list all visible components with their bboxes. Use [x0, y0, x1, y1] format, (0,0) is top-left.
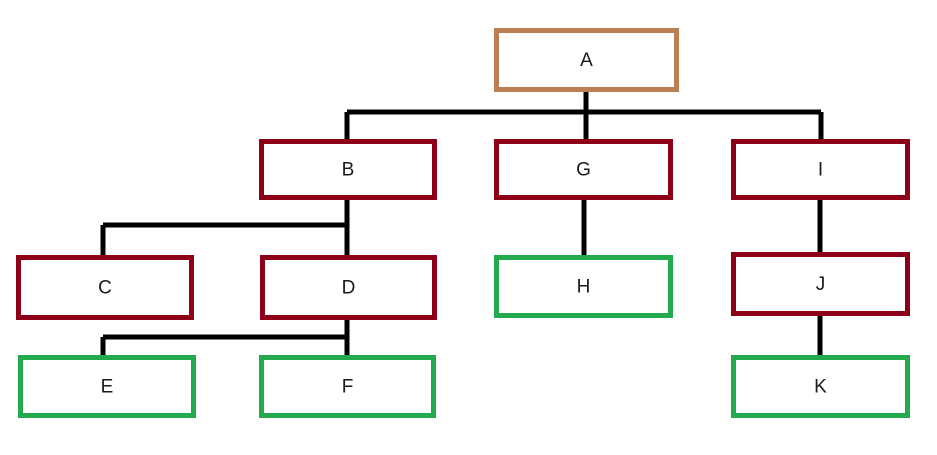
edge-a-to-children	[344, 92, 824, 139]
node-f-box[interactable]	[259, 355, 436, 418]
node-g-box[interactable]	[494, 139, 673, 200]
node-j-box[interactable]	[731, 252, 910, 316]
node-h-box[interactable]	[494, 255, 673, 318]
node-f-label: F	[342, 377, 354, 398]
node-d-label: D	[342, 278, 356, 299]
node-k-box[interactable]	[731, 355, 910, 418]
node-k[interactable]: K	[731, 355, 910, 418]
node-f[interactable]: F	[259, 355, 436, 418]
node-e-label: E	[101, 377, 114, 398]
edges-layer	[100, 92, 824, 356]
node-d[interactable]: D	[260, 255, 437, 320]
node-j-label: J	[816, 274, 826, 295]
node-c-box[interactable]	[16, 255, 194, 320]
node-i-label: I	[818, 160, 823, 181]
node-e[interactable]: E	[18, 355, 196, 418]
node-b-box[interactable]	[259, 139, 437, 200]
nodes-layer: A B G I C D H J E F K	[16, 28, 910, 418]
node-h-label: H	[577, 277, 591, 298]
node-j[interactable]: J	[731, 252, 910, 316]
node-c[interactable]: C	[16, 255, 194, 320]
node-i[interactable]: I	[731, 139, 910, 200]
node-a[interactable]: A	[494, 28, 679, 92]
node-i-box[interactable]	[731, 139, 910, 200]
edge-d-to-children	[100, 320, 350, 356]
node-g[interactable]: G	[494, 139, 673, 200]
node-c-label: C	[98, 278, 112, 299]
node-k-label: K	[814, 377, 827, 398]
node-a-box[interactable]	[494, 28, 679, 92]
edge-b-to-children	[100, 199, 350, 257]
node-b[interactable]: B	[259, 139, 437, 200]
node-g-label: G	[576, 160, 591, 181]
node-d-box[interactable]	[260, 255, 437, 320]
node-h[interactable]: H	[494, 255, 673, 318]
node-a-label: A	[580, 50, 593, 71]
node-e-box[interactable]	[18, 355, 196, 418]
node-b-label: B	[342, 160, 355, 181]
